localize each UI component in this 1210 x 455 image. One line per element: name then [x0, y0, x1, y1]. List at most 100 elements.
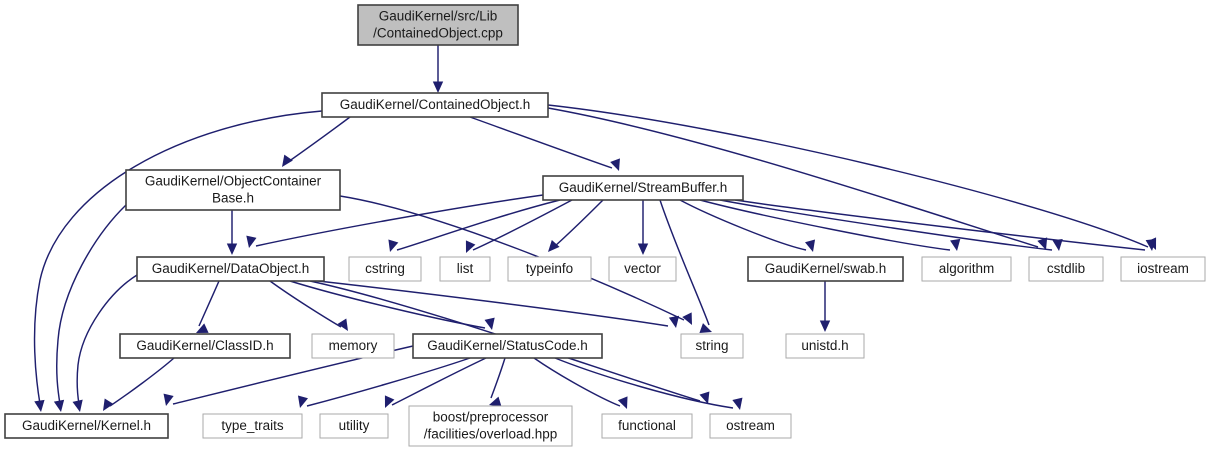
node-box-objectcontainer[interactable] [125, 169, 341, 211]
edge-objectcontainer-to-kernel [56, 204, 127, 405]
node-label-ostream: ostream [726, 418, 775, 433]
node-box-functional[interactable] [601, 413, 693, 439]
arrowhead-statuscode-to-utility [384, 395, 395, 408]
node-boost_overload[interactable]: boost/preprocessor/facilities/overload.h… [408, 405, 573, 447]
node-box-iostream[interactable] [1120, 256, 1206, 282]
node-box-vector[interactable] [608, 256, 677, 282]
node-box-cstdlib[interactable] [1028, 256, 1104, 282]
node-label-typeinfo: typeinfo [526, 261, 573, 276]
node-box-kernel[interactable] [4, 413, 169, 439]
arrowhead-statuscode-to-kernel [163, 393, 174, 406]
node-box-memory[interactable] [311, 333, 395, 359]
edge-dataobject-to-kernel [76, 274, 138, 405]
edge-streambuffer-to-dataobject [255, 194, 544, 247]
arrowhead-dataobject-to-classid [196, 323, 209, 333]
arrowhead-streambuffer-to-iostream [1145, 239, 1156, 251]
node-containedobject[interactable]: GaudiKernel/ContainedObject.h [321, 92, 549, 118]
node-label-list: list [457, 261, 474, 276]
edge-statuscode-to-ostream [554, 357, 734, 409]
node-label-statuscode: GaudiKernel/StatusCode.h [427, 338, 588, 353]
node-typeinfo[interactable]: typeinfo [507, 256, 592, 282]
edge-statuscode-to-utility [391, 357, 487, 406]
node-box-string[interactable] [680, 333, 744, 359]
edge-containedobject-to-streambuffer [469, 116, 613, 169]
node-label-functional: functional [618, 418, 676, 433]
node-box-cstring[interactable] [348, 256, 422, 282]
arrowhead-statuscode-to-ostream [732, 397, 743, 410]
arrowhead-dataobject-to-statuscode [484, 317, 495, 330]
node-root[interactable]: GaudiKernel/src/Lib/ContainedObject.cpp [357, 4, 519, 46]
node-label-boost_overload: boost/preprocessor/facilities/overload.h… [424, 409, 558, 441]
edge-streambuffer-to-cstdlib [719, 199, 1053, 251]
edge-streambuffer-to-cstring [396, 199, 561, 251]
arrowhead-classid-to-kernel [103, 398, 114, 411]
node-box-ostream[interactable] [709, 413, 792, 439]
node-label-kernel: GaudiKernel/Kernel.h [22, 418, 151, 433]
node-list[interactable]: list [439, 256, 491, 282]
node-ostream[interactable]: ostream [709, 413, 792, 439]
node-label-vector: vector [624, 261, 661, 276]
edge-containedobject-to-iostream [547, 104, 1149, 248]
node-box-utility[interactable] [319, 413, 389, 439]
node-label-algorithm: algorithm [939, 261, 995, 276]
node-iostream[interactable]: iostream [1120, 256, 1206, 282]
node-dataobject[interactable]: GaudiKernel/DataObject.h [136, 256, 325, 282]
node-utility[interactable]: utility [319, 413, 389, 439]
node-unistd[interactable]: unistd.h [785, 333, 865, 359]
node-box-containedobject[interactable] [321, 92, 549, 118]
node-box-list[interactable] [439, 256, 491, 282]
arrowhead-streambuffer-to-typeinfo [548, 239, 560, 252]
node-streambuffer[interactable]: GaudiKernel/StreamBuffer.h [542, 175, 744, 201]
node-label-unistd: unistd.h [801, 338, 848, 353]
node-box-streambuffer[interactable] [542, 175, 744, 201]
node-cstring[interactable]: cstring [348, 256, 422, 282]
arrowhead-streambuffer-to-cstring [388, 239, 399, 252]
node-kernel[interactable]: GaudiKernel/Kernel.h [4, 413, 169, 439]
node-box-boost_overload[interactable] [408, 405, 573, 447]
node-vector[interactable]: vector [608, 256, 677, 282]
arrowhead-containedobject-to-cstdlib [1037, 237, 1048, 250]
node-label-classid: GaudiKernel/ClassID.h [136, 338, 273, 353]
edge-streambuffer-to-iostream [734, 199, 1146, 251]
arrowhead-containedobject-to-streambuffer [610, 158, 620, 171]
arrowhead-dataobject-to-string [668, 315, 680, 328]
node-algorithm[interactable]: algorithm [921, 256, 1012, 282]
node-type_traits[interactable]: type_traits [202, 413, 303, 439]
edge-streambuffer-to-typeinfo [553, 199, 604, 248]
edge-statuscode-to-functional [533, 357, 621, 407]
node-label-root: GaudiKernel/src/Lib/ContainedObject.cpp [373, 8, 503, 40]
node-classid[interactable]: GaudiKernel/ClassID.h [119, 333, 291, 359]
edge-dataobject-to-string [299, 278, 669, 327]
edge-containedobject-to-kernel [33, 110, 323, 405]
node-box-typeinfo[interactable] [507, 256, 592, 282]
arrowhead-objectcontainer-to-kernel [53, 399, 65, 412]
node-label-memory: memory [329, 338, 378, 353]
node-statuscode[interactable]: GaudiKernel/StatusCode.h [412, 333, 603, 359]
node-label-string: string [695, 338, 728, 353]
node-label-swab: GaudiKernel/swab.h [765, 261, 887, 276]
edge-streambuffer-to-algorithm [699, 199, 951, 251]
node-label-iostream: iostream [1137, 261, 1189, 276]
node-memory[interactable]: memory [311, 333, 395, 359]
node-functional[interactable]: functional [601, 413, 693, 439]
arrowhead-streambuffer-to-vector [637, 243, 649, 255]
node-swab[interactable]: GaudiKernel/swab.h [747, 256, 904, 282]
node-string[interactable]: string [680, 333, 744, 359]
edge-objectcontainer-to-string [339, 195, 685, 321]
node-box-unistd[interactable] [785, 333, 865, 359]
node-box-classid[interactable] [119, 333, 291, 359]
node-box-type_traits[interactable] [202, 413, 303, 439]
arrowhead-streambuffer-to-list [465, 240, 476, 253]
node-label-cstring: cstring [365, 261, 405, 276]
node-box-swab[interactable] [747, 256, 904, 282]
arrowhead-objectcontainer-to-dataobject [226, 243, 238, 255]
node-cstdlib[interactable]: cstdlib [1028, 256, 1104, 282]
node-box-dataobject[interactable] [136, 256, 325, 282]
node-box-algorithm[interactable] [921, 256, 1012, 282]
node-label-type_traits: type_traits [221, 418, 284, 433]
arrowhead-root-to-containedobject [432, 81, 444, 93]
node-box-statuscode[interactable] [412, 333, 603, 359]
node-box-root[interactable] [357, 4, 519, 46]
